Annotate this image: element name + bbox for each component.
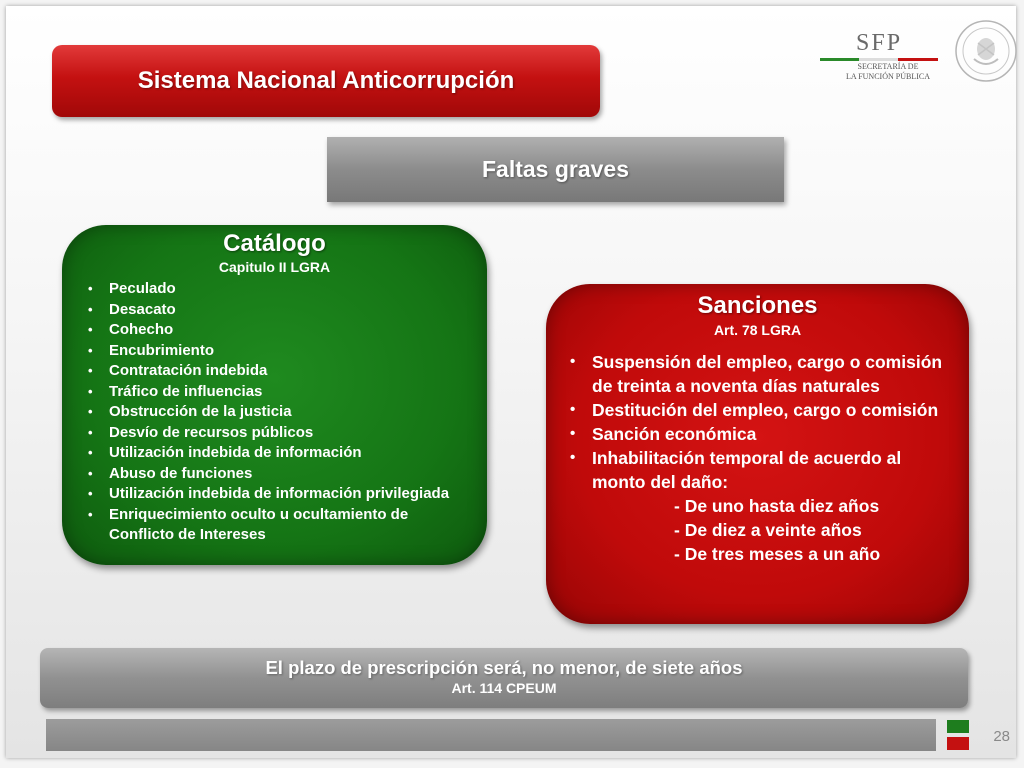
catalogo-item: Desvío de recursos públicos bbox=[88, 423, 465, 444]
page-number: 28 bbox=[993, 728, 1010, 745]
catalogo-item: Utilización indebida de información bbox=[88, 443, 465, 464]
catalogo-item: Cohecho bbox=[88, 320, 465, 341]
catalogo-item: Enriquecimiento oculto u ocultamiento de… bbox=[88, 505, 465, 546]
title-banner: Sistema Nacional Anticorrupción bbox=[52, 45, 600, 117]
catalogo-heading: Catálogo bbox=[223, 230, 326, 257]
sanciones-list: Suspensión del empleo, cargo o comisión … bbox=[546, 350, 969, 566]
faltas-graves-banner: Faltas graves bbox=[327, 137, 784, 202]
sanciones-item: Sanción económica bbox=[570, 422, 951, 446]
sanciones-item: Destitución del empleo, cargo o comisión bbox=[570, 398, 951, 422]
catalogo-item: Abuso de funciones bbox=[88, 464, 465, 485]
sanciones-box: Sanciones Art. 78 LGRA Suspensión del em… bbox=[546, 284, 969, 624]
flag-green-stripe bbox=[947, 720, 969, 733]
plazo-reference: Art. 114 CPEUM bbox=[451, 680, 557, 696]
sanciones-heading: Sanciones bbox=[697, 292, 818, 319]
sanciones-item: Suspensión del empleo, cargo o comisión … bbox=[570, 350, 951, 398]
catalogo-item: Desacato bbox=[88, 300, 465, 321]
sfp-logo-subtitle-line2: LA FUNCIÓN PÚBLICA bbox=[845, 72, 930, 81]
sanciones-subline: - De uno hasta diez años bbox=[674, 496, 880, 516]
catalogo-item: Obstrucción de la justicia bbox=[88, 402, 465, 423]
catalogo-item: Utilización indebida de información priv… bbox=[88, 484, 465, 505]
sanciones-item-text: Inhabilitación temporal de acuerdo al mo… bbox=[592, 448, 902, 492]
catalogo-box: Catálogo Capitulo II LGRA Peculado Desac… bbox=[62, 225, 487, 565]
plazo-banner: El plazo de prescripción será, no menor,… bbox=[40, 648, 968, 708]
catalogo-item: Peculado bbox=[88, 279, 465, 300]
slide-title: Sistema Nacional Anticorrupción bbox=[137, 67, 515, 94]
faltas-graves-label: Faltas graves bbox=[481, 156, 630, 182]
catalogo-item: Contratación indebida bbox=[88, 361, 465, 382]
sanciones-subline: - De diez a veinte años bbox=[674, 520, 862, 540]
sanciones-subline: - De tres meses a un año bbox=[674, 544, 881, 564]
sfp-logo-subtitle-line1: SECRETARÍA DE bbox=[857, 62, 919, 71]
sfp-logo-subtitle: SECRETARÍA DE LA FUNCIÓN PÚBLICA bbox=[836, 62, 940, 82]
flag-red-stripe bbox=[947, 737, 969, 750]
sanciones-item-inhabilitacion: Inhabilitación temporal de acuerdo al mo… bbox=[570, 446, 951, 566]
catalogo-list: Peculado Desacato Cohecho Encubrimiento … bbox=[62, 279, 487, 546]
sfp-logo-name: SFP bbox=[856, 30, 903, 56]
plazo-text: El plazo de prescripción será, no menor,… bbox=[265, 657, 743, 678]
slide: Sistema Nacional Anticorrupción SFP SECR… bbox=[6, 6, 1017, 758]
coat-of-arms-icon bbox=[955, 20, 1017, 82]
sfp-logo: SFP SECRETARÍA DE LA FUNCIÓN PÚBLICA bbox=[818, 28, 940, 84]
sanciones-subheading: Art. 78 LGRA bbox=[713, 322, 802, 338]
catalogo-subheading: Capitulo II LGRA bbox=[218, 259, 331, 275]
catalogo-item: Encubrimiento bbox=[88, 341, 465, 362]
catalogo-item: Tráfico de influencias bbox=[88, 382, 465, 403]
footer-bar bbox=[46, 719, 936, 751]
sfp-logo-stripe bbox=[820, 58, 938, 61]
